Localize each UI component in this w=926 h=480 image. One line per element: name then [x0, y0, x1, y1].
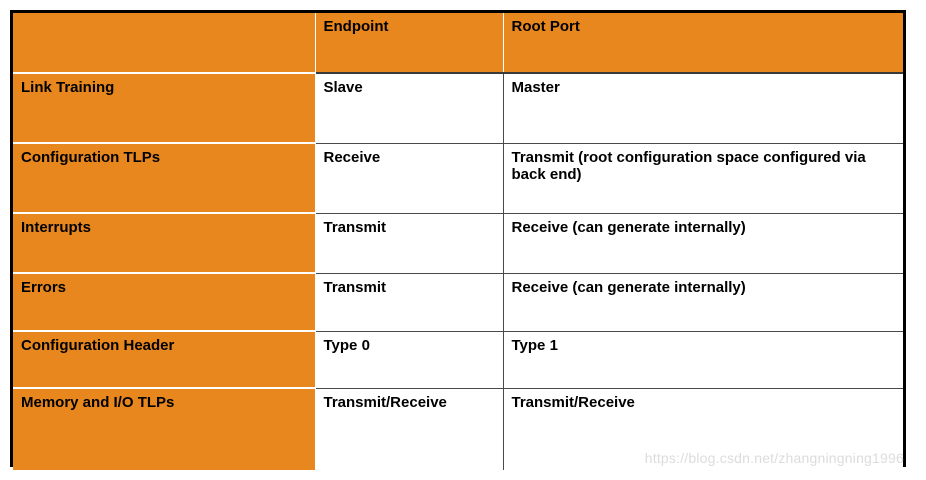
cell-endpoint-errors: Transmit	[315, 273, 504, 332]
row-label-errors: Errors	[13, 273, 316, 332]
cell-root-port-configuration-header: Type 1	[503, 331, 903, 389]
cell-endpoint-configuration-tlps: Receive	[315, 143, 504, 214]
header-cell-feature	[13, 13, 316, 74]
row-label-configuration-tlps: Configuration TLPs	[13, 143, 316, 214]
comparison-table-container: Endpoint Root Port Link Training Slave M…	[10, 10, 906, 470]
cell-endpoint-configuration-header: Type 0	[315, 331, 504, 389]
cell-endpoint-interrupts: Transmit	[315, 213, 504, 274]
table-row: Configuration TLPs Receive Transmit (roo…	[13, 143, 903, 214]
cell-root-port-memory-and-io-tlps: Transmit/Receive	[503, 388, 903, 470]
cell-root-port-errors: Receive (can generate internally)	[503, 273, 903, 332]
cell-endpoint-memory-and-io-tlps: Transmit/Receive	[315, 388, 504, 470]
row-label-configuration-header: Configuration Header	[13, 331, 316, 389]
row-label-interrupts: Interrupts	[13, 213, 316, 274]
table-header-row: Endpoint Root Port	[13, 13, 903, 74]
cell-root-port-interrupts: Receive (can generate internally)	[503, 213, 903, 274]
cell-root-port-link-training: Master	[503, 73, 903, 144]
endpoint-root-port-comparison-table: Endpoint Root Port Link Training Slave M…	[13, 13, 903, 470]
table-row: Memory and I/O TLPs Transmit/Receive Tra…	[13, 388, 903, 470]
cell-endpoint-link-training: Slave	[315, 73, 504, 144]
table-row: Interrupts Transmit Receive (can generat…	[13, 213, 903, 274]
table-row: Errors Transmit Receive (can generate in…	[13, 273, 903, 332]
row-label-memory-and-io-tlps: Memory and I/O TLPs	[13, 388, 316, 470]
cell-root-port-configuration-tlps: Transmit (root configuration space confi…	[503, 143, 903, 214]
header-cell-endpoint: Endpoint	[315, 13, 504, 74]
row-label-link-training: Link Training	[13, 73, 316, 144]
table-row: Link Training Slave Master	[13, 73, 903, 144]
table-row: Configuration Header Type 0 Type 1	[13, 331, 903, 389]
header-cell-root-port: Root Port	[503, 13, 903, 74]
